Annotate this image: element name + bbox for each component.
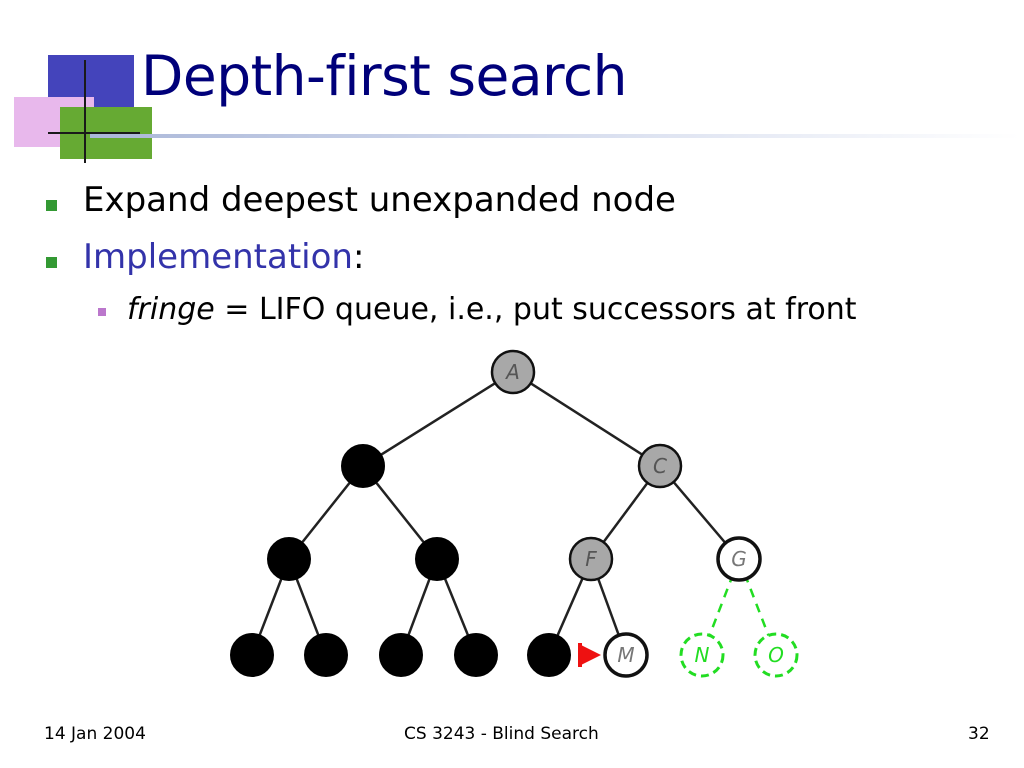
footer-course: CS 3243 - Blind Search (404, 724, 599, 744)
edge-A-C (512, 370, 661, 468)
node-circle-G (716, 536, 762, 582)
node-circle-N (679, 632, 725, 678)
pointer-bar-icon (578, 643, 582, 667)
bullet-square-icon (46, 257, 57, 268)
node-label-M: M (617, 643, 634, 667)
bullet-text-wrap: Implementation: (83, 237, 364, 277)
footer-page-number: 32 (968, 724, 990, 744)
node-circle-M (603, 632, 649, 678)
node-circle-H (230, 633, 274, 677)
slide-title: Depth-first search (141, 44, 628, 108)
node-label-N: N (695, 643, 710, 667)
sub-bullet-square-icon (98, 308, 106, 316)
node-label-F: F (585, 547, 597, 571)
node-label-A: A (504, 360, 520, 384)
tree-node-C: C (637, 443, 683, 489)
node-circle-K (454, 633, 498, 677)
tree-node-K (454, 633, 498, 677)
sub-bullet-italic-text: fringe (127, 292, 215, 327)
node-circle-E (415, 537, 459, 581)
tree-node-O: O (753, 632, 799, 678)
node-circle-A (490, 349, 536, 395)
tree-node-G: G (716, 536, 762, 582)
node-circle-I (304, 633, 348, 677)
tree-node-N: N (679, 632, 725, 678)
tree-node-M: M (603, 632, 649, 678)
tree-node-J (379, 633, 423, 677)
tree-node-D (267, 537, 311, 581)
node-circle-F (568, 536, 614, 582)
bullet-square-icon (46, 200, 57, 211)
node-circle-D (267, 537, 311, 581)
tree-node-L (527, 633, 571, 677)
tree-node-H (230, 633, 274, 677)
bullet-highlight-text: Implementation (83, 237, 353, 277)
pointer-arrow-icon (581, 645, 601, 665)
node-circle-B (341, 444, 385, 488)
node-circle-O (753, 632, 799, 678)
tree-node-E (415, 537, 459, 581)
tree-node-B (341, 444, 385, 488)
slide-logo-decoration (14, 55, 152, 163)
tree-node-F: F (568, 536, 614, 582)
bullet-suffix-text: : (352, 237, 365, 277)
footer-date: 14 Jan 2004 (44, 724, 146, 744)
sub-bullet-text-wrap: fringe = LIFO queue, i.e., put successor… (127, 292, 857, 327)
edge-A-B (362, 370, 514, 468)
node-label-C: C (653, 454, 667, 478)
title-underline (90, 134, 1020, 138)
node-label-O: O (768, 643, 784, 667)
node-label-G: G (731, 547, 747, 571)
tree-node-I (304, 633, 348, 677)
node-circle-L (527, 633, 571, 677)
tree-node-A: A (490, 349, 536, 395)
bullet-text: Expand deepest unexpanded node (83, 180, 676, 220)
search-tree-diagram: A C F G M N O (230, 349, 799, 678)
sub-bullet-text: = LIFO queue, i.e., put successors at fr… (214, 292, 857, 327)
node-circle-J (379, 633, 423, 677)
node-circle-C (637, 443, 683, 489)
